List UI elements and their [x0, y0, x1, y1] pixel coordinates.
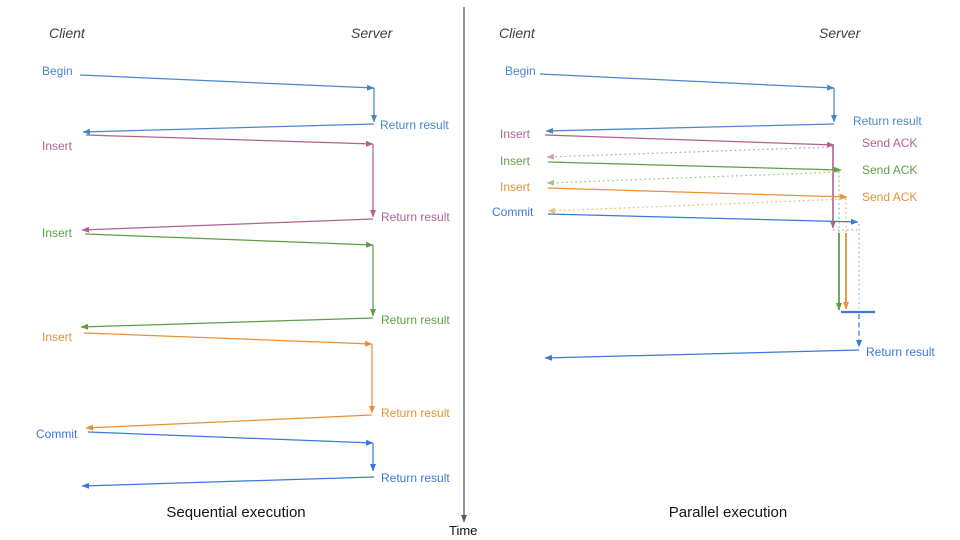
sequential-insert1-request-arrow — [85, 134, 374, 147]
sequential-begin-return-arrow — [82, 123, 375, 135]
sequential-commit-return-arrow — [81, 476, 375, 489]
parallel-insert2-request-arrow — [547, 161, 842, 173]
sequential-insert1-return-arrow — [81, 218, 374, 233]
sequential-insert2-request-arrow — [84, 233, 374, 248]
parallel-insert3-ack-arrow — [547, 198, 847, 214]
parallel-commit-request-arrow — [547, 213, 859, 225]
sequential-insert3-return-arrow — [85, 414, 373, 431]
sequential-begin-request-arrow — [79, 74, 375, 91]
parallel-insert3-request-arrow — [547, 187, 848, 200]
sequential-commit-request-arrow — [87, 431, 374, 446]
parallel-insert1-request-arrow — [544, 134, 835, 148]
parallel-begin-request-arrow — [539, 73, 835, 91]
sequential-insert2-return-arrow — [80, 317, 374, 330]
parallel-insert1-ack-arrow — [546, 146, 834, 160]
parallel-begin-return-arrow — [545, 123, 835, 134]
parallel-insert2-ack-arrow — [546, 171, 840, 186]
sequential-insert3-request-arrow — [83, 332, 373, 347]
parallel-commit-return-arrow — [544, 349, 860, 361]
